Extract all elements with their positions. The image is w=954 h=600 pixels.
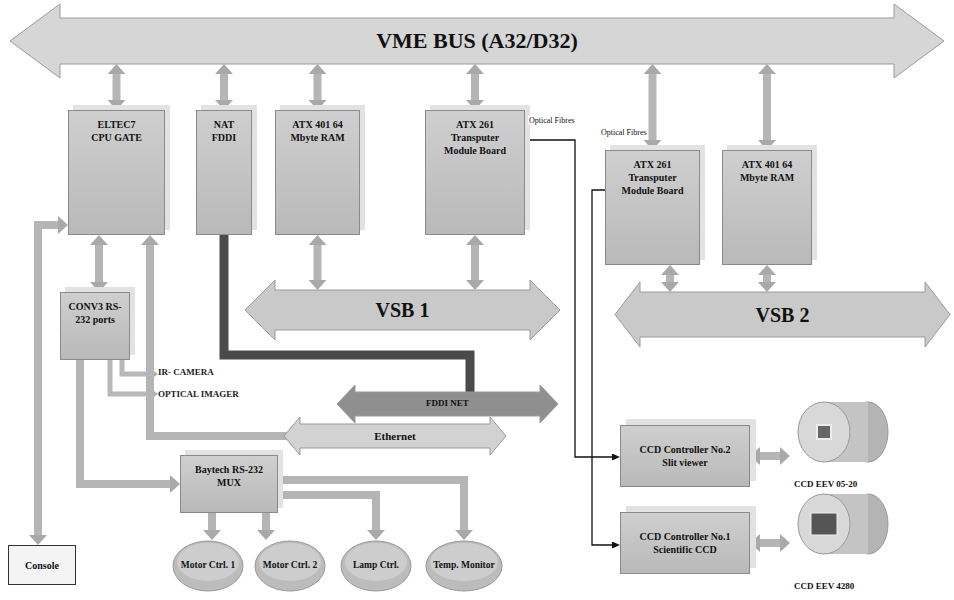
cylinder-top	[345, 543, 407, 581]
node-label: Scientific CCD	[653, 543, 717, 556]
network-band: FDDI NET	[355, 392, 540, 416]
node-label: Motor Ctrl. 1	[181, 560, 235, 571]
node-label: CCD Controller No.2	[639, 443, 730, 456]
bus-link	[763, 275, 771, 282]
console-box: Console	[8, 545, 76, 585]
bus-link	[208, 513, 216, 530]
node-label: ATX 401 64 Mbyte RAM	[737, 158, 797, 184]
bus-link	[314, 74, 322, 100]
bus-link	[666, 275, 674, 282]
bus-link	[80, 360, 170, 484]
node-label: CCD Controller No.1	[639, 530, 730, 543]
cylinder-top	[177, 543, 239, 581]
node-label: Lamp Ctrl.	[353, 560, 399, 571]
ram-board: ATX 401 64 Mbyte RAM	[722, 150, 812, 265]
ccd-camera: CCD EEV 05-20	[790, 400, 900, 490]
fddi-board: NAT FDDI	[196, 110, 252, 235]
node-label: VME BUS (A32/D32)	[376, 29, 578, 53]
transputer-board: ATX 261 Transputer Module Board	[425, 110, 525, 235]
bus-link	[471, 245, 479, 280]
network-band: Ethernet	[300, 424, 490, 448]
camera-face	[798, 494, 850, 554]
bus-link	[760, 539, 780, 547]
node-label: Motor Ctrl. 2	[263, 560, 317, 571]
bus-band: VME BUS (A32/D32)	[60, 18, 894, 64]
serial-board: CONV3 RS-232 ports	[60, 292, 130, 360]
bus-link	[113, 74, 121, 100]
node-label: VSB 1	[376, 299, 430, 321]
cylinder-body	[173, 541, 243, 591]
node-label: Ethernet	[374, 430, 416, 442]
device-label: OPTICAL IMAGER	[158, 389, 239, 399]
node-label: VSB 2	[756, 304, 810, 326]
node-label: NAT FDDI	[204, 118, 244, 144]
camera-drawing	[790, 400, 900, 464]
ccd-controller: CCD Controller No.2Slit viewer	[620, 425, 750, 487]
device-cylinder: Motor Ctrl. 1	[172, 540, 244, 592]
node-label: Console	[25, 560, 59, 571]
band-outline	[245, 280, 560, 340]
bus-link	[95, 245, 103, 282]
node-label: FDDI NET	[426, 399, 469, 409]
bus-link	[38, 225, 58, 535]
cpu-board: ELTEC7 CPU GATE	[68, 110, 165, 235]
camera-face	[798, 402, 850, 462]
leader-arrow	[110, 360, 150, 394]
ram-board: ATX 401 64 Mbyte RAM	[275, 110, 360, 235]
band-outline	[615, 282, 950, 347]
bus-link	[314, 245, 322, 280]
device-label: IR- CAMERA	[158, 367, 214, 377]
leader-arrow	[122, 360, 150, 374]
band-outline	[284, 417, 506, 455]
node-label: Slit viewer	[662, 456, 707, 469]
vsb-band: VSB 1	[275, 290, 530, 330]
node-label: CONV3 RS-232 ports	[68, 300, 123, 326]
edge-label: Optical Fibres	[600, 128, 648, 137]
bus-link	[649, 74, 657, 140]
node-label: ATX 261 Transputer Module Board	[613, 158, 693, 197]
band-outline	[337, 385, 558, 423]
cylinder-body	[426, 541, 502, 591]
bus-link	[150, 245, 290, 436]
device-cylinder: Temp. Monitor	[425, 540, 503, 592]
bus-link	[278, 480, 464, 530]
ccd-camera: CCD EEV 4280	[790, 492, 910, 592]
bus-link	[763, 74, 771, 140]
band-outline	[10, 4, 944, 78]
cylinder-top	[430, 543, 498, 581]
vsb-band: VSB 2	[640, 292, 925, 337]
ccd-chip	[811, 513, 837, 535]
node-label: Temp. Monitor	[433, 560, 494, 571]
cylinder-body	[341, 541, 411, 591]
bus-link	[471, 74, 479, 100]
transputer-board: ATX 261 Transputer Module Board	[605, 150, 700, 265]
device-cylinder: Lamp Ctrl.	[340, 540, 412, 592]
camera-drawing	[790, 492, 910, 556]
node-label: CCD EEV 05-20	[794, 479, 857, 490]
bus-link	[262, 513, 270, 530]
node-label: Baytech RS-232 MUX	[194, 463, 264, 489]
cylinder-body	[255, 541, 325, 591]
ccd-chip	[817, 425, 831, 439]
node-label: ATX 401 64 Mbyte RAM	[288, 118, 348, 144]
node-label: ELTEC7 CPU GATE	[89, 118, 144, 144]
bus-link	[760, 452, 780, 460]
edge-label: Optical Fibres	[528, 116, 576, 125]
device-cylinder: Motor Ctrl. 2	[254, 540, 326, 592]
bus-link	[220, 74, 228, 100]
node-label: ATX 261 Transputer Module Board	[435, 118, 515, 157]
bus-link	[278, 495, 376, 530]
mux-box: Baytech RS-232 MUX	[180, 455, 278, 513]
cylinder-top	[259, 543, 321, 581]
ccd-controller: CCD Controller No.1Scientific CCD	[620, 512, 750, 574]
node-label: CCD EEV 4280	[794, 581, 854, 592]
